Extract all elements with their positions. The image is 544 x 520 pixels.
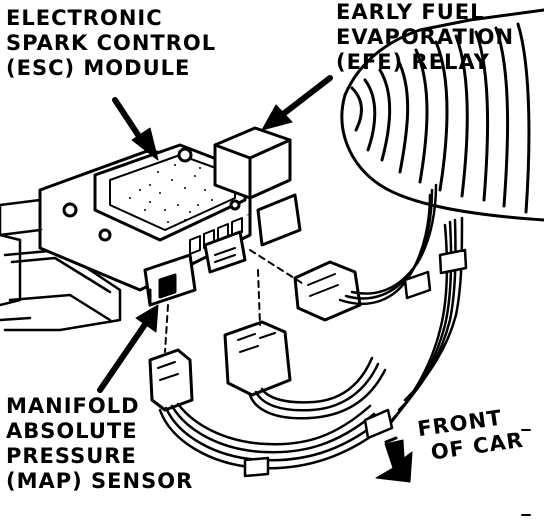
map-label-line-3: PRESSURE — [6, 444, 137, 468]
edge-marks — [521, 429, 531, 516]
map-sensor-label: MANIFOLD ABSOLUTE PRESSURE (MAP) SENSOR — [6, 394, 193, 494]
pointer-arrows — [97, 75, 413, 483]
harness-connectors — [148, 260, 362, 412]
efe-label-line-2: EVAPORATION — [336, 25, 515, 49]
efe-label-line-1: EARLY FUEL — [336, 0, 485, 24]
alignment-lines — [164, 249, 306, 353]
esc-label-line-2: SPARK CONTROL — [6, 31, 217, 55]
efe-relay — [203, 126, 302, 274]
front-of-car-arrow — [375, 439, 413, 483]
esc-label-line-3: (ESC) MODULE — [6, 56, 191, 80]
efe-relay-label: EARLY FUEL EVAPORATION (EFE) RELAY — [336, 0, 514, 75]
efe-pointer-arrow — [275, 75, 333, 121]
efe-label-line-3: (EFE) RELAY — [336, 50, 490, 74]
map-sensor-block — [143, 253, 197, 307]
map-label-line-1: MANIFOLD — [6, 394, 140, 418]
corrugated-hose — [340, 8, 544, 222]
map-label-line-2: ABSOLUTE — [6, 419, 138, 443]
esc-module-body — [38, 143, 252, 292]
map-pointer-arrow — [97, 317, 151, 393]
esc-label-line-1: ELECTRONIC — [6, 6, 163, 30]
esc-module-label: ELECTRONIC SPARK CONTROL (ESC) MODULE — [6, 6, 216, 81]
wire-harness — [158, 183, 468, 478]
map-label-line-4: (MAP) SENSOR — [6, 469, 194, 493]
